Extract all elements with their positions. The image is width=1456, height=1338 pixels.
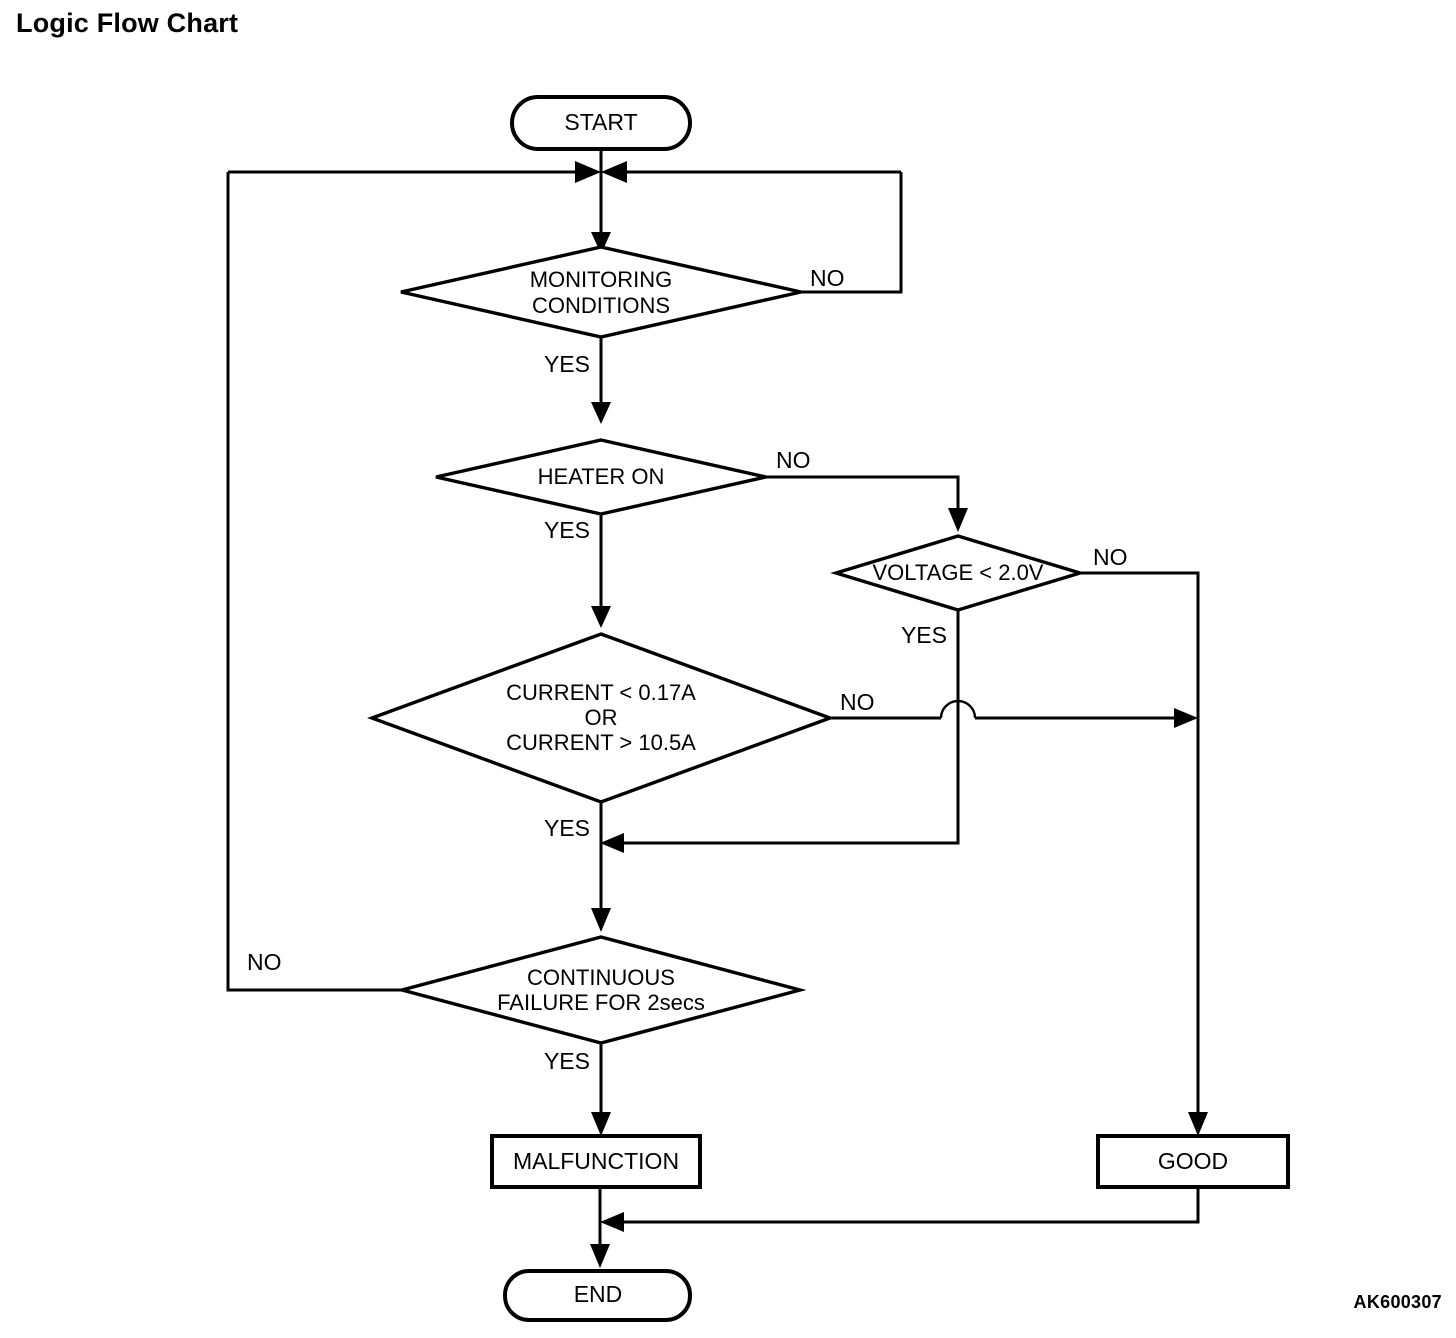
label-continuous-no: NO [247,949,282,975]
continuous-label-line2: FAILURE FOR 2secs [497,990,705,1015]
arrowhead-into-monitoring [591,232,611,254]
page-title: Logic Flow Chart [16,8,239,38]
label-monitoring-no: NO [810,265,845,291]
label-heater-yes: YES [544,517,590,543]
arrowhead-into-heater [591,402,611,424]
node-voltage: VOLTAGE < 2.0V [830,534,1086,612]
edge-voltage-no [1080,571,1200,1122]
continuous-label-line1: CONTINUOUS [527,965,675,990]
start-label: START [564,109,637,135]
arrowhead-into-voltage [948,508,968,532]
label-voltage-no: NO [1093,544,1128,570]
edge-good-to-end [612,1187,1200,1224]
edge-heater-no [766,475,960,518]
node-continuous-failure: CONTINUOUS FAILURE FOR 2secs [395,935,807,1045]
node-heater-on: HEATER ON [435,438,767,516]
arrowhead-junction-from-right [601,161,627,183]
voltage-label: VOLTAGE < 2.0V [873,560,1044,585]
current-label-line1: CURRENT < 0.17A [506,680,696,705]
monitoring-label-line1: MONITORING [530,267,673,292]
edge-voltage-yes [612,610,960,845]
node-end: END [503,1269,692,1322]
end-stadium [503,1269,692,1322]
arrowhead-current-no-into-rail [1174,708,1198,728]
arrowhead-voltage-yes-merge [600,833,624,853]
monitoring-label-line2: CONDITIONS [532,293,670,318]
line-hop-arc [939,699,977,719]
current-label-line3: CURRENT > 10.5A [506,730,696,755]
label-continuous-yes: YES [544,1048,590,1074]
node-monitoring-conditions: MONITORING CONDITIONS [400,245,802,339]
label-current-yes: YES [544,815,590,841]
edge-continuous-no [226,172,402,992]
node-start: START [510,95,692,151]
label-monitoring-yes: YES [544,351,590,377]
label-voltage-yes: YES [901,622,947,648]
current-label-line2: OR [585,705,618,730]
good-rect [1096,1134,1290,1189]
arrowhead-into-good [1188,1112,1208,1136]
arrowhead-good-merge [600,1212,624,1232]
arrowhead-into-end [590,1244,610,1268]
arrowhead-into-continuous [591,908,611,932]
heater-label: HEATER ON [538,464,665,489]
figure-code-watermark: AK600307 [1353,1292,1442,1312]
node-good: GOOD [1096,1134,1290,1189]
arrowhead-junction-from-left [575,161,601,183]
good-label: GOOD [1158,1148,1228,1174]
edge-monitoring-no [801,172,903,294]
arrowhead-into-malfunction [591,1112,611,1136]
node-current: CURRENT < 0.17A OR CURRENT > 10.5A [367,632,835,804]
malfunction-rect [490,1134,702,1189]
label-current-no: NO [840,689,875,715]
end-label: END [574,1281,623,1307]
label-heater-no: NO [776,447,811,473]
arrowhead-into-current [591,606,611,628]
malfunction-label: MALFUNCTION [513,1148,679,1174]
node-malfunction: MALFUNCTION [490,1134,702,1189]
